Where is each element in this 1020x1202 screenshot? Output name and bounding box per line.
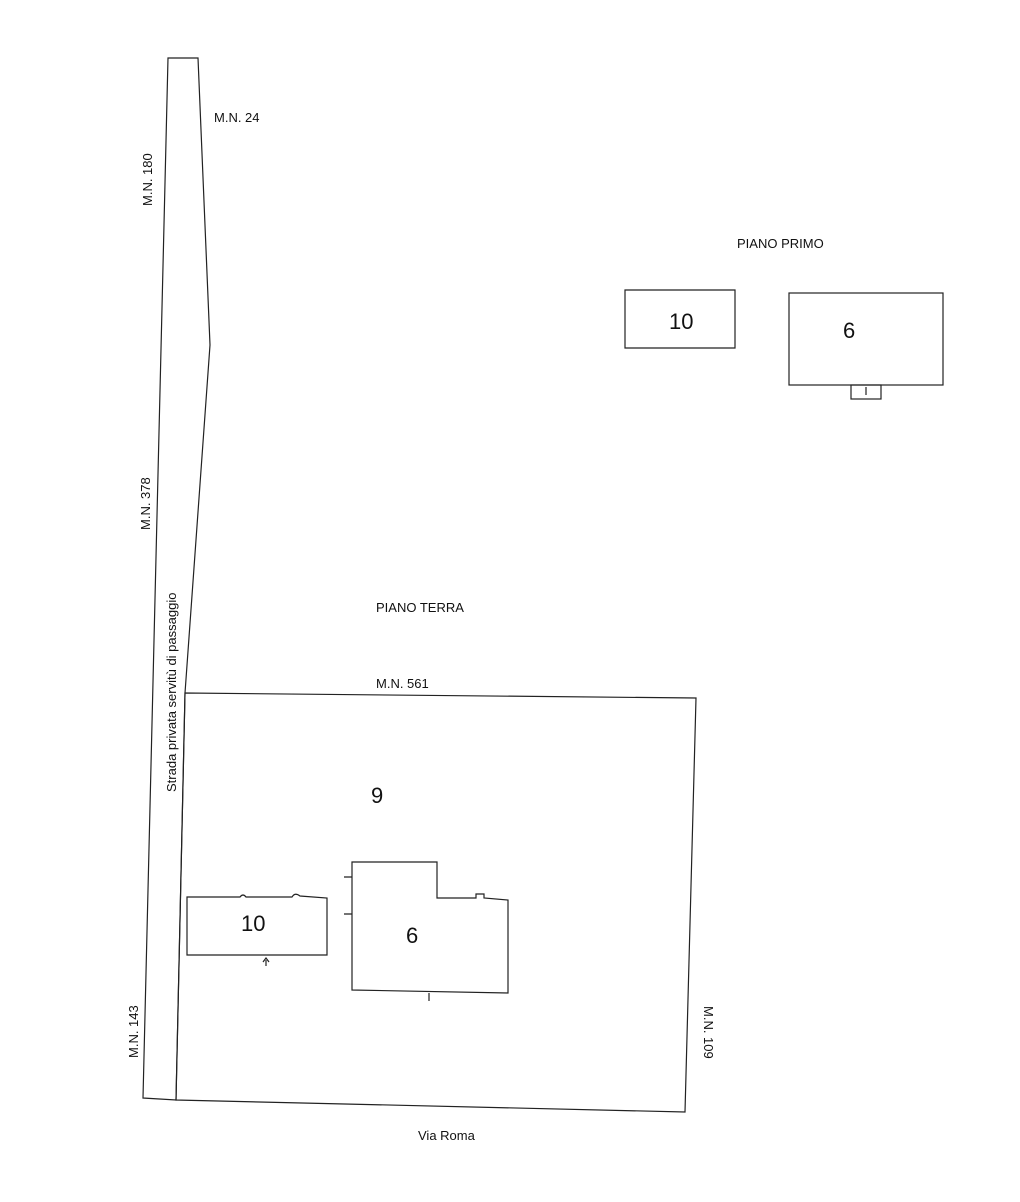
first-6-number: 6 (843, 318, 855, 343)
label-mn-180: M.N. 180 (140, 153, 155, 206)
ground-building-6 (344, 861, 509, 1001)
label-mn-378: M.N. 378 (138, 477, 153, 530)
label-mn-109: M.N. 109 (701, 1006, 716, 1059)
ground-10-number: 10 (241, 911, 265, 936)
label-mn-561: M.N. 561 (376, 676, 429, 691)
label-street: Via Roma (418, 1128, 476, 1143)
label-piano-primo: PIANO PRIMO (737, 236, 824, 251)
lot-boundary (175, 692, 697, 1113)
label-road: Strada privata servitù di passaggio (164, 593, 179, 792)
private-road-strip (142, 57, 211, 1101)
lot-number: 9 (371, 783, 383, 808)
first-building-10 (624, 289, 736, 349)
label-piano-terra: PIANO TERRA (376, 600, 464, 615)
first-building-6 (788, 292, 944, 400)
ground-6-number: 6 (406, 923, 418, 948)
first-10-number: 10 (669, 309, 693, 334)
ground-building-10 (186, 893, 328, 966)
label-mn-24: M.N. 24 (214, 110, 260, 125)
label-mn-143: M.N. 143 (126, 1005, 141, 1058)
